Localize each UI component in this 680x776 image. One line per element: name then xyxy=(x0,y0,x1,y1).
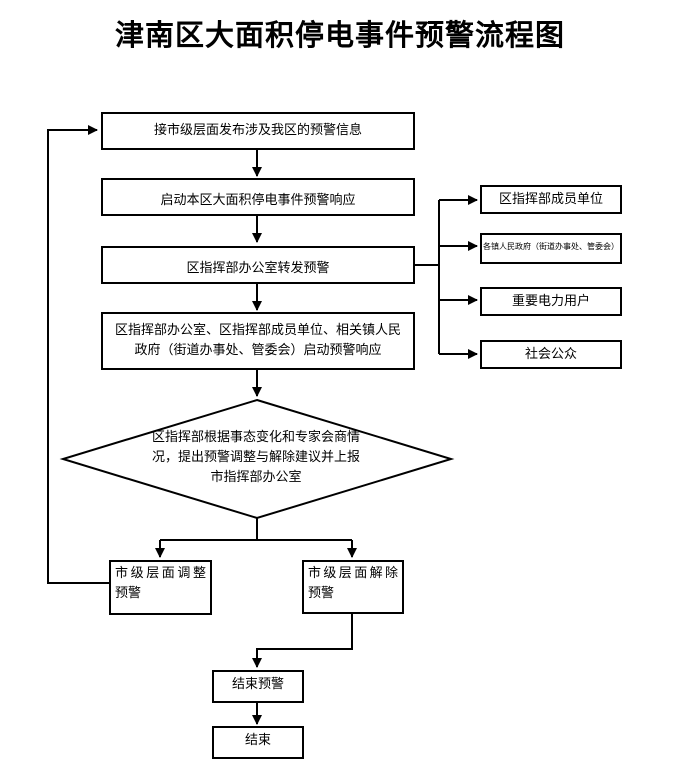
step-end-warning: 结束预警 xyxy=(212,670,304,703)
decision-text: 区指挥部根据事态变化和专家会商情况，提出预警调整与解除建议并上报市指挥部办公室 xyxy=(151,430,360,485)
step-forward-warning: 区指挥部办公室转发预警 xyxy=(101,246,415,284)
step-adjust-warning: 市级层面调整 预警 xyxy=(109,560,212,615)
recipient-key-power-users: 重要电力用户 xyxy=(480,287,622,316)
step-joint-response: 区指挥部办公室、区指挥部成员单位、相关镇人民政府（街道办事处、管委会）启动预警响… xyxy=(101,312,415,370)
step-release-warning: 市级层面解除 预警 xyxy=(302,560,404,614)
arrow-adjust-loop xyxy=(47,125,110,584)
page-title: 津南区大面积停电事件预警流程图 xyxy=(114,18,565,52)
recipient-town-governments: 各镇人民政府（街道办事处、管委会） xyxy=(480,233,622,264)
recipient-member-units: 区指挥部成员单位 xyxy=(480,185,622,214)
recipient-public: 社会公众 xyxy=(480,340,622,369)
step-end: 结束 xyxy=(212,726,304,759)
step-start-response: 启动本区大面积停电事件预警响应 xyxy=(101,178,415,216)
step-receive-warning: 接市级层面发布涉及我区的预警信息 xyxy=(101,112,415,150)
arrow-release-end-warning xyxy=(252,613,353,668)
